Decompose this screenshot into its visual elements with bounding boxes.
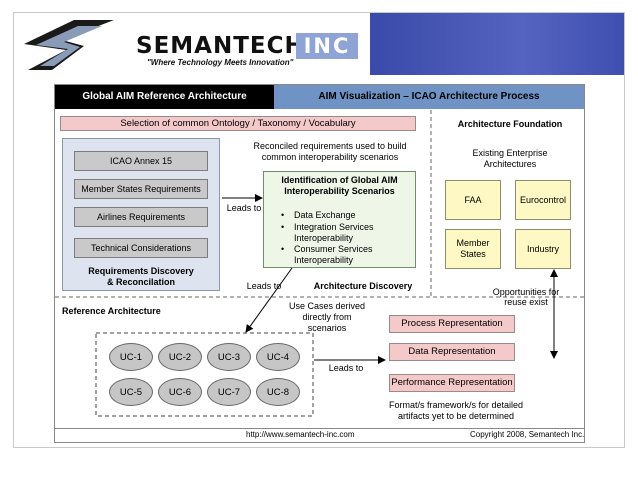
leads-to-label-3: Leads to [328, 363, 364, 373]
foundation-eurocontrol-label: Eurocontrol [519, 195, 567, 205]
logo-suffix: INC [296, 33, 358, 59]
requirements-caption-2: & Reconcilation [106, 277, 175, 287]
use-case-1: UC-1 [109, 343, 153, 371]
framework-text-1: Format/s framework/s for detailed [388, 400, 524, 410]
use-case-2: UC-2 [158, 343, 202, 371]
leads-to-label-2: Leads to [246, 281, 282, 291]
bullet-2-text-2: Interoperability [294, 233, 354, 243]
use-case-8: UC-8 [256, 378, 300, 406]
reference-architecture-label: Reference Architecture [62, 306, 161, 316]
scenarios-title-2: Interoperability Scenarios [284, 186, 395, 196]
use-case-7-label: UC-7 [217, 386, 241, 398]
reconciled-text-1: Reconciled requirements used to build [253, 141, 407, 151]
use-case-8-label: UC-8 [266, 386, 290, 398]
bullet-1-dot: • [281, 210, 285, 220]
bullet-1-text: Data Exchange [294, 210, 356, 220]
foundation-member-states: Member States [445, 229, 501, 269]
bullet-3-dot: • [281, 244, 285, 254]
opportunities-text-2: reuse exist [504, 297, 548, 307]
process-representation: Process Representation [389, 315, 515, 333]
use-case-6-label: UC-6 [168, 386, 192, 398]
foundation-title: Architecture Foundation [457, 119, 563, 129]
use-cases-text-2: directly from [302, 312, 352, 322]
foundation-industry: Industry [515, 229, 571, 269]
foundation-faa: FAA [445, 180, 501, 220]
opportunities-text-1: Opportunities for [492, 287, 560, 297]
requirement-member-states: Member States Requirements [74, 179, 208, 199]
tagline: "Where Technology Meets Innovation" [147, 58, 294, 67]
title-left: Global AIM Reference Architecture [55, 85, 274, 109]
use-case-4: UC-4 [256, 343, 300, 371]
leads-to-label-1: Leads to [226, 203, 262, 213]
scenarios-title-1: Identification of Global AIM [281, 175, 398, 185]
footer-url[interactable]: http://www.semantech-inc.com [246, 430, 355, 439]
data-representation: Data Representation [389, 343, 515, 361]
requirements-caption-1: Requirements Discovery [88, 266, 194, 276]
foundation-industry-label: Industry [526, 244, 559, 254]
logo-name: SEMANTECH [136, 33, 305, 59]
foundation-eurocontrol: Eurocontrol [515, 180, 571, 220]
ontology-bar: Selection of common Ontology / Taxonomy … [60, 116, 416, 131]
framework-text-2: artifacts yet to be determined [397, 411, 515, 421]
use-case-3-label: UC-3 [217, 351, 241, 363]
footer-copyright: Copyright 2008, Semantech Inc. [470, 430, 585, 439]
use-case-7: UC-7 [207, 378, 251, 406]
foundation-subtitle-2: Architectures [483, 159, 537, 169]
bullet-3-text-1: Consumer Services [294, 244, 373, 254]
use-case-6: UC-6 [158, 378, 202, 406]
bullet-3-text-2: Interoperability [294, 255, 354, 265]
architecture-discovery-label: Architecture Discovery [313, 281, 413, 291]
semantech-logo-icon [24, 20, 114, 70]
requirement-airlines: Airlines Requirements [74, 207, 208, 227]
use-case-3: UC-3 [207, 343, 251, 371]
use-case-5-label: UC-5 [119, 386, 143, 398]
foundation-faa-label: FAA [464, 195, 482, 205]
use-case-4-label: UC-4 [266, 351, 290, 363]
foundation-member-states-label-1: Member [456, 238, 490, 248]
use-case-5: UC-5 [109, 378, 153, 406]
use-cases-text-3: scenarios [307, 323, 347, 333]
header-blue-panel [370, 13, 624, 75]
performance-representation: Performance Representation [389, 374, 515, 392]
title-right: AIM Visualization – ICAO Architecture Pr… [274, 85, 584, 109]
bullet-2-text-1: Integration Services [294, 222, 374, 232]
use-case-1-label: UC-1 [119, 351, 143, 363]
requirement-icao-annex: ICAO Annex 15 [74, 151, 208, 171]
foundation-subtitle-1: Existing Enterprise [472, 148, 548, 158]
bullet-2-dot: • [281, 222, 285, 232]
use-cases-text-1: Use Cases derived [288, 301, 366, 311]
use-case-2-label: UC-2 [168, 351, 192, 363]
requirement-technical: Technical Considerations [74, 238, 208, 258]
foundation-member-states-label-2: States [460, 249, 486, 259]
scenarios-box [263, 171, 416, 268]
reconciled-text-2: common interoperability scenarios [261, 152, 399, 162]
footer [55, 428, 584, 442]
